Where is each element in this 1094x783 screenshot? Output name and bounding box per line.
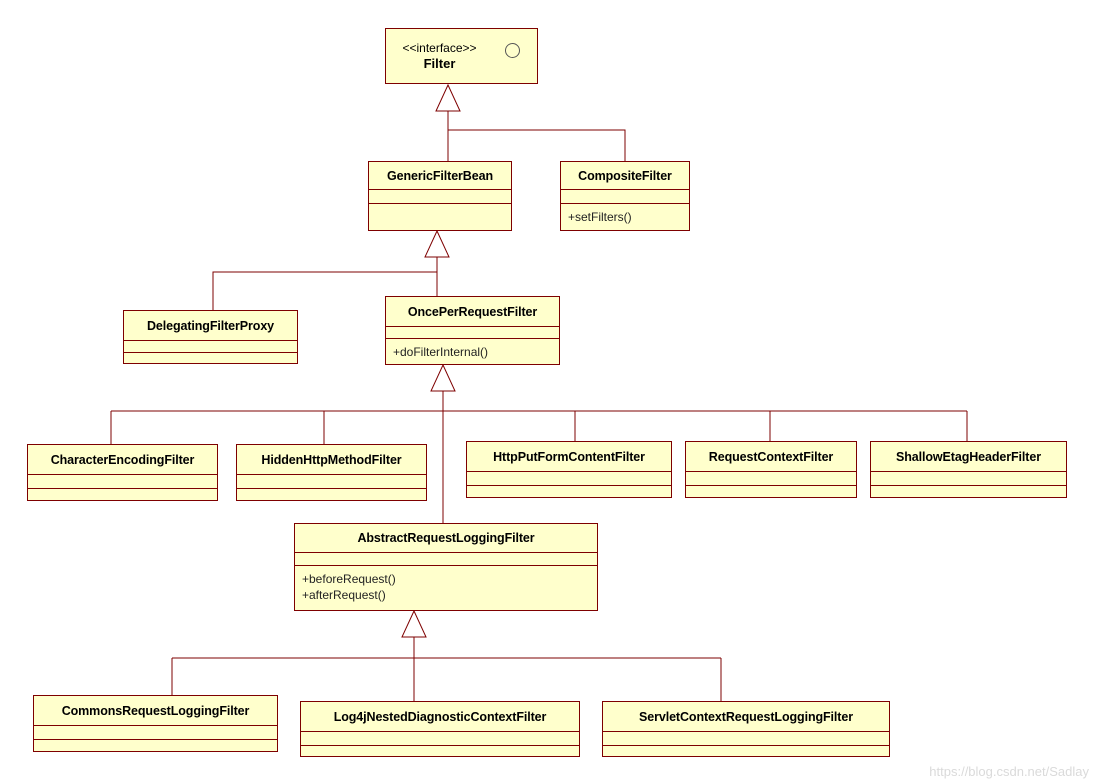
- class-name: ShallowEtagHeaderFilter: [896, 449, 1041, 464]
- class-name: AbstractRequestLoggingFilter: [357, 531, 535, 545]
- generalization-to-once-per-request-filter: [110, 391, 968, 523]
- generalization-arrow-generic-filter-bean: [424, 229, 450, 258]
- generalization-to-generic-filter-bean: [212, 257, 438, 310]
- class-name: RequestContextFilter: [708, 449, 834, 464]
- methods-compartment: [467, 485, 671, 497]
- generalization-arrow-once-per-request-filter: [430, 363, 456, 392]
- class-box-request-context-filter: RequestContextFilter: [685, 441, 857, 498]
- class-name: HttpPutFormContentFilter: [493, 449, 645, 464]
- class-box-http-put-form-content-filter: HttpPutFormContentFilter: [466, 441, 672, 498]
- methods-compartment: [28, 488, 217, 500]
- interface-lollipop-icon: [505, 43, 520, 58]
- methods-compartment: [124, 352, 297, 363]
- attributes-compartment: [386, 326, 559, 338]
- class-box-filter: <<interface>> Filter: [385, 28, 538, 84]
- attributes-compartment: [561, 189, 689, 203]
- methods-compartment: [34, 739, 277, 751]
- class-name: Log4jNestedDiagnosticContextFilter: [333, 709, 547, 724]
- class-header: <<interface>> Filter: [386, 29, 537, 83]
- class-box-shallow-etag-header-filter: ShallowEtagHeaderFilter: [870, 441, 1067, 498]
- generalization-arrow-abstract-request-logging-filter: [401, 609, 427, 638]
- class-box-log4j-nested-diagnostic-context-filter: Log4jNestedDiagnosticContextFilter: [300, 701, 580, 757]
- methods-compartment: [369, 203, 511, 230]
- class-box-once-per-request-filter: OncePerRequestFilter +doFilterInternal(): [385, 296, 560, 365]
- class-box-delegating-filter-proxy: DelegatingFilterProxy: [123, 310, 298, 364]
- attributes-compartment: [237, 474, 426, 488]
- class-name: ServletContextRequestLoggingFilter: [639, 709, 853, 724]
- methods-compartment: [871, 485, 1066, 497]
- watermark: https://blog.csdn.net/Sadlay: [929, 764, 1089, 779]
- class-box-generic-filter-bean: GenericFilterBean: [368, 161, 512, 231]
- stereotype-label: <<interface>>: [402, 40, 477, 55]
- class-name: CharacterEncodingFilter: [50, 452, 195, 467]
- class-name: CompositeFilter: [578, 168, 672, 183]
- attributes-compartment: [34, 725, 277, 739]
- attributes-compartment: [871, 471, 1066, 485]
- class-name: OncePerRequestFilter: [407, 304, 538, 319]
- attributes-compartment: [124, 340, 297, 352]
- generalization-arrow-filter: [435, 83, 461, 112]
- class-name: CommonsRequestLoggingFilter: [61, 703, 250, 718]
- attributes-compartment: [301, 731, 579, 745]
- attributes-compartment: [369, 189, 511, 203]
- class-box-composite-filter: CompositeFilter +setFilters(): [560, 161, 690, 231]
- class-box-servlet-context-request-logging-filter: ServletContextRequestLoggingFilter: [602, 701, 890, 757]
- attributes-compartment: [686, 471, 856, 485]
- attributes-compartment: [603, 731, 889, 745]
- methods-compartment: [603, 745, 889, 756]
- method-label: +doFilterInternal(): [393, 344, 489, 359]
- methods-compartment: [301, 745, 579, 756]
- method-label: +beforeRequest(): [302, 572, 396, 586]
- method-label: +afterRequest(): [302, 588, 386, 602]
- attributes-compartment: [295, 552, 597, 565]
- methods-compartment: +beforeRequest() +afterRequest(): [295, 565, 597, 610]
- attributes-compartment: [467, 471, 671, 485]
- methods-compartment: +doFilterInternal(): [386, 338, 559, 364]
- method-label: +setFilters(): [568, 210, 632, 224]
- methods-compartment: [237, 488, 426, 500]
- generalization-to-abstract-request-logging-filter: [171, 637, 722, 701]
- attributes-compartment: [28, 474, 217, 488]
- class-name: HiddenHttpMethodFilter: [261, 452, 402, 467]
- class-box-abstract-request-logging-filter: AbstractRequestLoggingFilter +beforeRequ…: [294, 523, 598, 611]
- class-name: DelegatingFilterProxy: [146, 318, 275, 333]
- class-box-hidden-http-method-filter: HiddenHttpMethodFilter: [236, 444, 427, 501]
- class-box-commons-request-logging-filter: CommonsRequestLoggingFilter: [33, 695, 278, 752]
- class-name: Filter: [423, 55, 456, 71]
- generalization-to-filter: [447, 111, 626, 161]
- methods-compartment: +setFilters(): [561, 203, 689, 230]
- class-name: GenericFilterBean: [387, 168, 493, 183]
- class-box-character-encoding-filter: CharacterEncodingFilter: [27, 444, 218, 501]
- methods-compartment: [686, 485, 856, 497]
